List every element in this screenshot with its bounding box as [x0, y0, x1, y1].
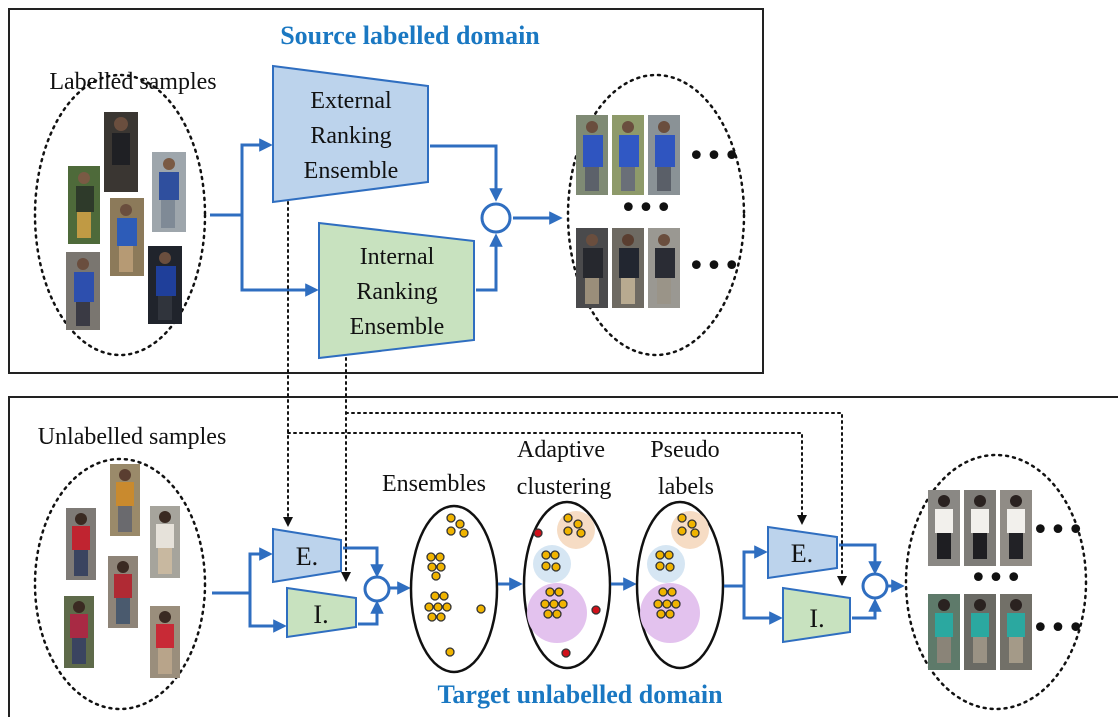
unlabelled-samples-label: Unlabelled samples: [38, 424, 227, 450]
target-internal-block-2: [782, 586, 851, 644]
person-thumbnail: [1000, 594, 1032, 670]
ellipsis-dots: •••: [1031, 513, 1084, 548]
external-ranking-ensemble-block: [272, 64, 429, 204]
cluster-region: [671, 511, 709, 549]
ensembles-stage: [409, 504, 499, 674]
person-thumbnail: [648, 228, 680, 308]
source-ranked-results: ••• ••• •••: [566, 73, 746, 357]
target-input-arrows: [212, 546, 411, 633]
internal-ranking-ensemble-block: [318, 221, 475, 360]
target-ranked-results: ••• ••• •••: [904, 453, 1088, 711]
source-panel-title: Source labelled domain: [280, 21, 540, 50]
internal-block-line-2: Ranking: [356, 279, 437, 305]
dotted-transfer-connectors: [283, 201, 847, 586]
target-external-block-2: [767, 525, 838, 580]
ellipsis-dots: •••: [619, 191, 672, 226]
ellipsis-dots: •••: [687, 249, 740, 284]
person-thumbnail: [576, 115, 608, 195]
person-thumbnail: [68, 166, 100, 244]
target-fusion-node-2: [861, 572, 889, 600]
person-thumbnail: [612, 115, 644, 195]
pseudo-labels-stage: [635, 500, 725, 670]
internal-block-line-3: Ensemble: [350, 314, 445, 340]
target-internal-label-2: I.: [809, 604, 824, 633]
person-thumbnail: [928, 594, 960, 670]
internal-block-line-1: Internal: [360, 244, 435, 270]
source-flow-arrows: [210, 138, 563, 297]
source-fusion-node: [480, 202, 512, 234]
person-thumbnail: [152, 152, 186, 232]
labelled-samples-cluster: [33, 73, 207, 357]
stage-label-clustering-1: Adaptive: [517, 437, 605, 463]
person-thumbnail: [64, 596, 94, 668]
target-external-label-2: E.: [791, 539, 813, 568]
stage-label-clustering-2: clustering: [517, 474, 612, 500]
person-thumbnail: [964, 594, 996, 670]
target-external-block: [272, 527, 342, 584]
ellipsis-dots: •••: [1031, 611, 1084, 646]
person-thumbnail: [150, 606, 180, 678]
target-external-label: E.: [296, 542, 318, 571]
person-thumbnail: [150, 506, 180, 578]
stage-label-pseudo-2: labels: [658, 474, 714, 500]
person-thumbnail: [612, 228, 644, 308]
labelled-samples-label: Labelled samples: [49, 69, 216, 95]
ellipsis-dots: •••: [687, 139, 740, 174]
person-thumbnail: [110, 198, 144, 276]
stage-label-ensembles: Ensembles: [382, 471, 486, 497]
cluster-region: [647, 545, 685, 583]
person-thumbnail: [928, 490, 960, 566]
external-block-line-1: External: [310, 88, 392, 114]
cluster-region: [533, 545, 571, 583]
adaptive-clustering-stage: [522, 500, 612, 670]
ellipsis-dots: •••: [969, 561, 1022, 596]
person-thumbnail: [104, 112, 138, 192]
person-thumbnail: [148, 246, 182, 324]
person-thumbnail: [108, 556, 138, 628]
target-fusion-node-1: [363, 575, 391, 603]
person-thumbnail: [1000, 490, 1032, 566]
target-internal-label: I.: [313, 600, 328, 629]
target-output-arrows: [724, 543, 905, 625]
unlabelled-samples-cluster: [33, 457, 207, 711]
stage-label-pseudo-1: Pseudo: [650, 437, 719, 463]
person-thumbnail: [66, 252, 100, 330]
person-thumbnail: [648, 115, 680, 195]
person-thumbnail: [964, 490, 996, 566]
target-panel-frame: [8, 396, 1118, 717]
target-internal-block: [286, 586, 357, 639]
external-block-line-2: Ranking: [310, 123, 391, 149]
person-thumbnail: [66, 508, 96, 580]
person-thumbnail: [110, 464, 140, 536]
cluster-region: [557, 511, 595, 549]
target-panel-title: Target unlabelled domain: [437, 680, 723, 709]
person-thumbnail: [576, 228, 608, 308]
source-panel-frame: [8, 8, 764, 374]
external-block-line-3: Ensemble: [304, 158, 399, 184]
